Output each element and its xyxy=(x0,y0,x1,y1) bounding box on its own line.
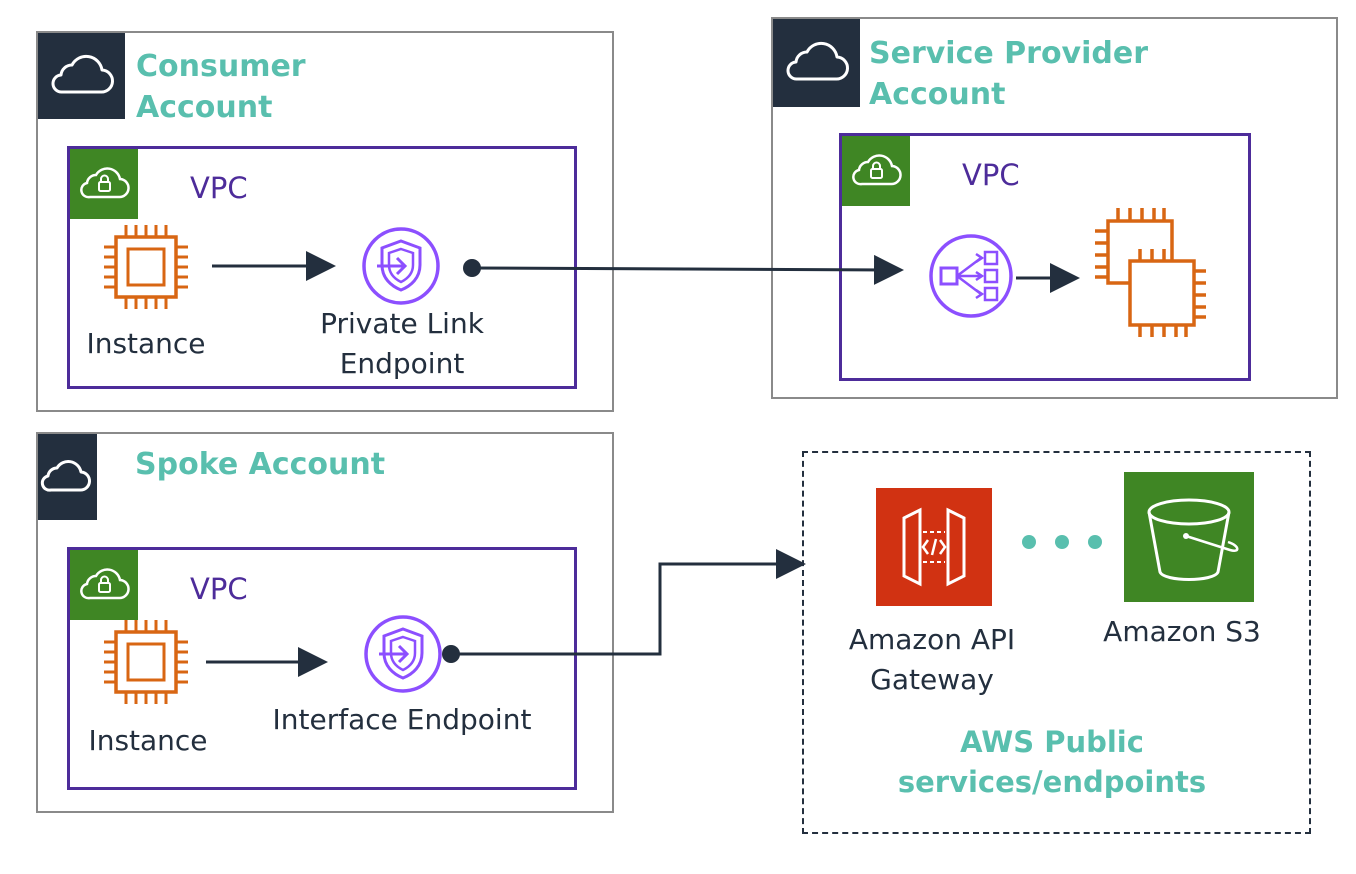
ellipsis-dots xyxy=(1022,535,1102,549)
provider-vpc-group: VPC xyxy=(839,133,1251,381)
vpc-lock-cloud-icon xyxy=(842,136,910,206)
cloud-icon xyxy=(38,33,125,119)
interface-endpoint-icon xyxy=(364,615,442,693)
consumer-vpc-group: VPC xyxy=(67,146,577,389)
privatelink-endpoint-icon xyxy=(362,227,440,305)
vpc-label: VPC xyxy=(190,572,248,606)
ec2-instances-stack-icon xyxy=(1095,208,1206,337)
cloud-icon xyxy=(773,19,860,107)
vpc-lock-cloud-icon xyxy=(70,149,138,219)
spoke-vpc-group: VPC xyxy=(67,547,577,790)
cloud-icon xyxy=(38,434,97,520)
spoke-account-title: Spoke Account xyxy=(135,447,386,482)
interface-endpoint-label: Interface Endpoint xyxy=(272,703,532,736)
api-gateway-icon xyxy=(876,488,992,606)
instance-label: Instance xyxy=(86,327,206,360)
vpc-label: VPC xyxy=(190,171,248,205)
vpc-lock-cloud-icon xyxy=(70,550,138,620)
vpc-label: VPC xyxy=(962,158,1020,192)
consumer-account-title: Consumer Account xyxy=(136,49,306,125)
service-provider-account-group: Service Provider Account VPC xyxy=(771,17,1338,399)
spoke-account-group: Spoke Account VPC xyxy=(36,432,614,813)
service-provider-account-title: Service Provider Account xyxy=(869,36,1149,112)
private-link-endpoint-label: Private Link Endpoint xyxy=(320,307,484,380)
aws-public-services-title: AWS Public services/endpoints xyxy=(897,725,1207,799)
api-gateway-label: Amazon API Gateway xyxy=(848,623,1016,696)
instance-label: Instance xyxy=(88,724,208,757)
network-load-balancer-icon xyxy=(929,234,1013,318)
ec2-instance-icon xyxy=(104,225,188,309)
aws-public-services-group xyxy=(802,451,1311,834)
ec2-instance-icon xyxy=(104,620,188,704)
consumer-account-group: Consumer Account VPC xyxy=(36,31,614,412)
s3-label: Amazon S3 xyxy=(1103,615,1261,648)
s3-bucket-icon xyxy=(1124,472,1254,602)
